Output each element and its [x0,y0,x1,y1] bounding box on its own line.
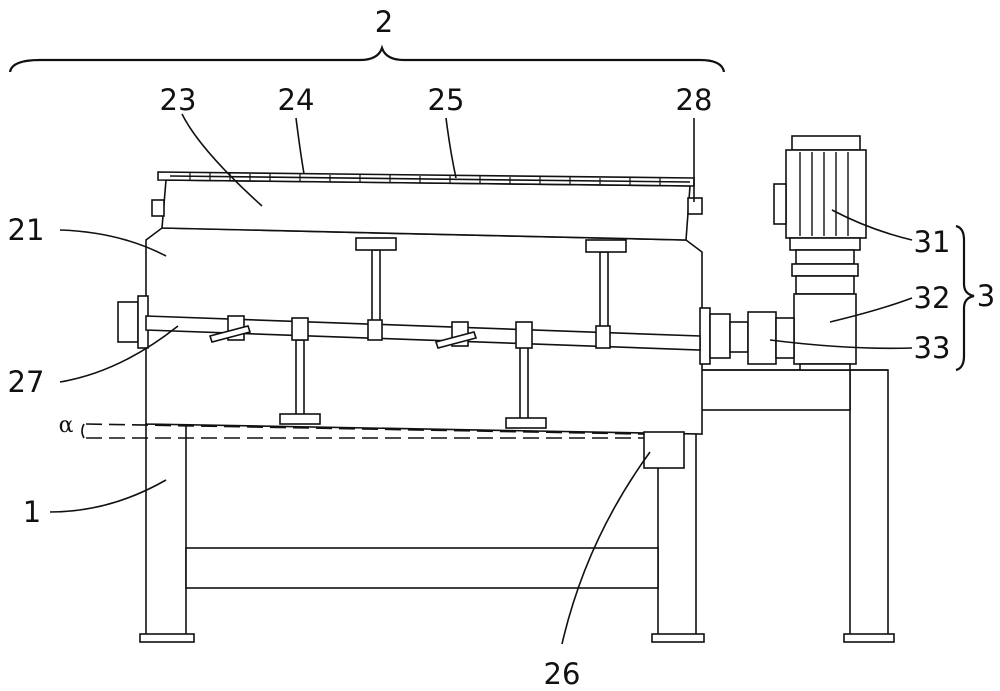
label-part-21: 21 [8,213,45,247]
reference-line [81,423,645,439]
label-part-28: 28 [676,83,713,117]
label-part-1: 1 [23,495,41,529]
agitator-shaft [145,237,701,429]
label-part-25: 25 [428,83,465,117]
label-angle-alpha: α [59,413,74,438]
label-part-32: 32 [914,281,951,315]
label-assembly-2: 2 [375,5,393,39]
brace-assembly-2 [8,44,726,73]
label-part-24: 24 [278,83,315,117]
label-part-23: 23 [160,83,197,117]
drive-unit [729,135,867,371]
brace-assembly-3 [955,224,975,372]
label-part-33: 33 [914,331,951,365]
base-frame [139,369,895,643]
label-part-26: 26 [544,657,581,691]
label-part-27: 27 [8,365,45,399]
label-assembly-3: 3 [977,279,995,313]
leader-lines [49,113,913,645]
label-part-31: 31 [914,225,951,259]
